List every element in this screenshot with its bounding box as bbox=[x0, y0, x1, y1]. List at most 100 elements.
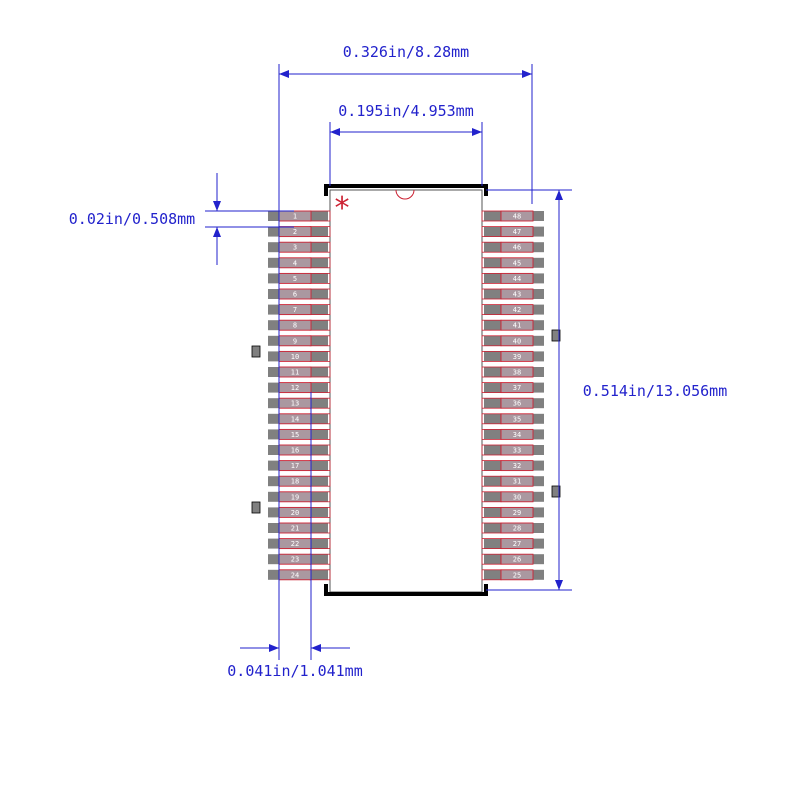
pin-39: 39 bbox=[481, 350, 544, 362]
pin-46: 46 bbox=[481, 241, 544, 253]
pin-pad bbox=[500, 319, 534, 331]
pin-40: 40 bbox=[481, 335, 544, 347]
pin-number: 40 bbox=[513, 337, 521, 345]
pin-32: 32 bbox=[481, 460, 544, 472]
pin-number: 10 bbox=[291, 353, 299, 361]
pin-pad bbox=[500, 226, 534, 238]
pin-pad bbox=[500, 444, 534, 456]
pin-number: 35 bbox=[513, 415, 521, 423]
pin-28: 28 bbox=[481, 522, 544, 534]
pin-number: 11 bbox=[291, 369, 299, 377]
pin1-notch bbox=[395, 189, 415, 200]
pin-number: 5 bbox=[293, 275, 297, 283]
pin-number: 41 bbox=[513, 322, 521, 330]
pin-number: 17 bbox=[291, 462, 299, 470]
dimension-lines bbox=[205, 64, 572, 660]
pin-34: 34 bbox=[481, 428, 544, 440]
pin-number: 36 bbox=[513, 400, 521, 408]
pin-18: 18 bbox=[268, 475, 331, 487]
side-marker-right-bottom bbox=[551, 485, 561, 498]
pin-number: 4 bbox=[293, 259, 297, 267]
pin-24: 24 bbox=[268, 569, 331, 581]
pin-number: 16 bbox=[291, 447, 299, 455]
pin-19: 19 bbox=[268, 491, 331, 503]
pin-pad bbox=[500, 210, 534, 222]
pin-pad bbox=[500, 491, 534, 503]
pin-pad bbox=[500, 569, 534, 581]
pin-38: 38 bbox=[481, 366, 544, 378]
pin-number: 38 bbox=[513, 369, 521, 377]
side-marker-left-bottom bbox=[251, 501, 261, 514]
pin-21: 21 bbox=[268, 522, 331, 534]
pin-number: 19 bbox=[291, 493, 299, 501]
pin-number: 34 bbox=[513, 431, 521, 439]
pin-33: 33 bbox=[481, 444, 544, 456]
pin-31: 31 bbox=[481, 475, 544, 487]
dimension-arrows bbox=[213, 70, 563, 652]
pin-27: 27 bbox=[481, 538, 544, 550]
pin-14: 14 bbox=[268, 413, 331, 425]
pin-number: 39 bbox=[513, 353, 521, 361]
pin-29: 29 bbox=[481, 506, 544, 518]
pin-pad bbox=[500, 522, 534, 534]
pin-44: 44 bbox=[481, 272, 544, 284]
pin-number: 44 bbox=[513, 275, 521, 283]
pin-45: 45 bbox=[481, 257, 544, 269]
pin-number: 21 bbox=[291, 525, 299, 533]
pin-25: 25 bbox=[481, 569, 544, 581]
pin1-marker: * bbox=[333, 191, 351, 226]
pin-number: 18 bbox=[291, 478, 299, 486]
pin-number: 30 bbox=[513, 493, 521, 501]
pin-number: 27 bbox=[513, 540, 521, 548]
pin-number: 32 bbox=[513, 462, 521, 470]
pin-number: 24 bbox=[291, 571, 299, 579]
pin-42: 42 bbox=[481, 304, 544, 316]
pin-number: 25 bbox=[513, 571, 521, 579]
pin-number: 31 bbox=[513, 478, 521, 486]
pin-number: 33 bbox=[513, 447, 521, 455]
pin-number: 7 bbox=[293, 306, 297, 314]
pin-pad bbox=[500, 304, 534, 316]
pin-number: 28 bbox=[513, 525, 521, 533]
pin-9: 9 bbox=[268, 335, 331, 347]
pin-number: 8 bbox=[293, 322, 297, 330]
dim-pitch: 0.02in/0.508mm bbox=[69, 210, 195, 228]
pin-number: 45 bbox=[513, 259, 521, 267]
pin-number: 43 bbox=[513, 291, 521, 299]
dim-overall-length: 0.514in/13.056mm bbox=[583, 382, 728, 400]
pin-number: 26 bbox=[513, 556, 521, 564]
pin-number: 37 bbox=[513, 384, 521, 392]
ic-body-bottom-edge bbox=[324, 584, 488, 596]
pin-1: 1 bbox=[268, 210, 331, 222]
pin-pad bbox=[500, 257, 534, 269]
pin-5: 5 bbox=[268, 272, 331, 284]
ic-body-top-edge bbox=[324, 184, 488, 196]
pin-pad bbox=[500, 366, 534, 378]
dim-body-width: 0.195in/4.953mm bbox=[338, 102, 473, 120]
pin-number: 20 bbox=[291, 509, 299, 517]
pin-2: 2 bbox=[268, 226, 331, 238]
side-marker-right-top bbox=[551, 329, 561, 342]
pin-48: 48 bbox=[481, 210, 544, 222]
pin-number: 23 bbox=[291, 556, 299, 564]
pin-number: 3 bbox=[293, 244, 297, 252]
pin-number: 13 bbox=[291, 400, 299, 408]
pin-pad bbox=[500, 553, 534, 565]
pin-22: 22 bbox=[268, 538, 331, 550]
pin-pad bbox=[500, 272, 534, 284]
pin-7: 7 bbox=[268, 304, 331, 316]
pin-number: 2 bbox=[293, 228, 297, 236]
pin-30: 30 bbox=[481, 491, 544, 503]
pin-23: 23 bbox=[268, 553, 331, 565]
pin-4: 4 bbox=[268, 257, 331, 269]
pin-pad bbox=[500, 335, 534, 347]
pin-number: 15 bbox=[291, 431, 299, 439]
pin-number: 9 bbox=[293, 337, 297, 345]
pin-17: 17 bbox=[268, 460, 331, 472]
pin-number: 12 bbox=[291, 384, 299, 392]
pin-pad bbox=[500, 428, 534, 440]
pin-3: 3 bbox=[268, 241, 331, 253]
ic-body-outline bbox=[329, 189, 483, 593]
